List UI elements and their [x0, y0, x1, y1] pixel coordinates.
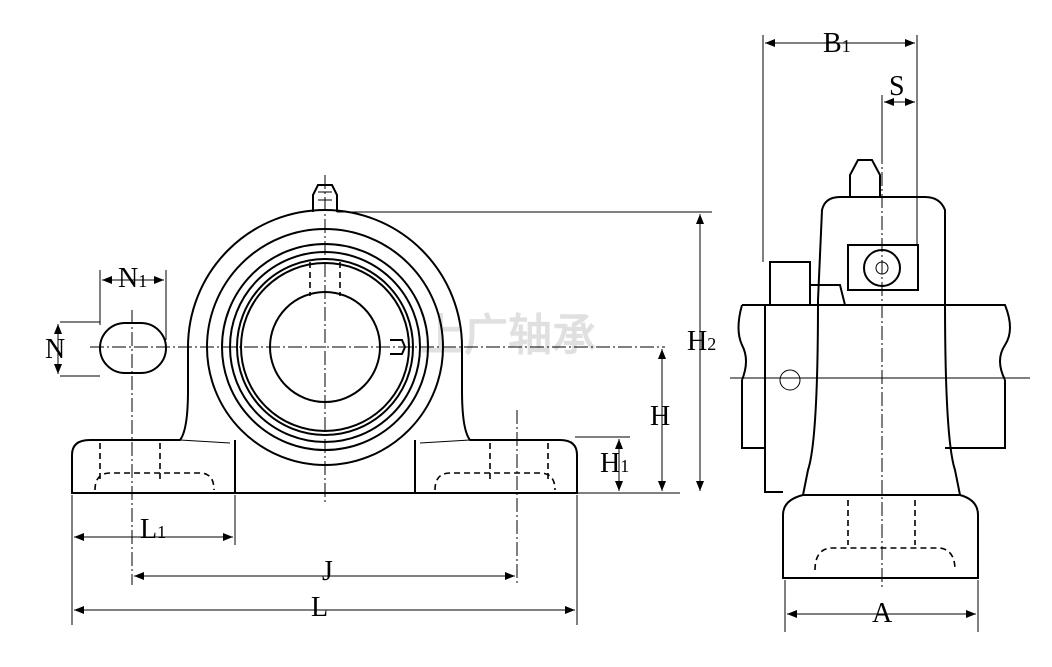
label-L: L	[311, 592, 328, 623]
watermark: 上广轴承	[420, 310, 596, 361]
label-J: J	[322, 556, 333, 587]
label-N1: N1	[118, 263, 147, 294]
dimensions	[54, 35, 979, 632]
label-A: A	[872, 598, 893, 629]
label-B1: B1	[823, 28, 851, 59]
label-L1: L1	[140, 514, 166, 545]
side-view	[730, 150, 1030, 590]
label-H2: H2	[687, 326, 716, 357]
label-N: N	[45, 334, 65, 365]
label-H: H	[650, 401, 670, 432]
label-H1: H1	[600, 448, 629, 479]
label-S: S	[889, 71, 905, 102]
